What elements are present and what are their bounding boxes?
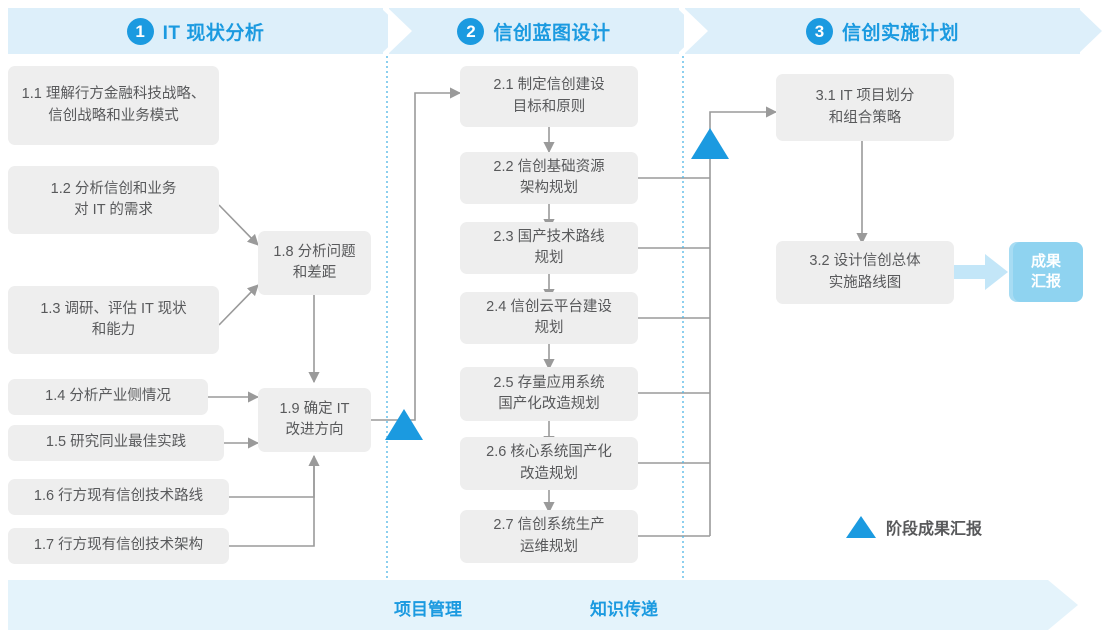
phase-title: 信创实施计划: [841, 22, 959, 44]
milestone-triangle-icon: [846, 516, 876, 538]
phase-header-1[interactable]: 1 IT 现状分析: [8, 8, 405, 54]
task-box-3-1[interactable]: 3.1 IT 项目划分 和组合策略: [776, 74, 954, 141]
phase-number-badge: 2: [457, 17, 485, 45]
phase-number-badge: 1: [126, 17, 154, 45]
phase-title: IT 现状分析: [162, 22, 265, 44]
phase-header-2[interactable]: 2 信创蓝图设计: [388, 8, 701, 54]
phase-title: 信创蓝图设计: [493, 22, 611, 44]
task-box-2-6[interactable]: 2.6 核心系统国产化 改造规划: [460, 437, 638, 490]
task-box-1-7[interactable]: 1.7 行方现有信创技术架构: [8, 528, 229, 564]
task-box-2-4[interactable]: 2.4 信创云平台建设 规划: [460, 292, 638, 344]
bottom-label-project-management[interactable]: 项目管理: [394, 600, 462, 619]
bottom-label-knowledge-transfer[interactable]: 知识传递: [590, 600, 658, 619]
legend: 阶段成果汇报: [846, 515, 982, 539]
task-box-1-5[interactable]: 1.5 研究同业最佳实践: [8, 425, 224, 461]
result-chip[interactable]: 成果 汇报: [1009, 242, 1083, 302]
task-box-2-7[interactable]: 2.7 信创系统生产 运维规划: [460, 510, 638, 563]
task-box-1-4[interactable]: 1.4 分析产业侧情况: [8, 379, 208, 415]
bottom-band-chevron-icon: [1048, 580, 1078, 630]
milestone-triangle-icon: [385, 409, 423, 440]
task-box-1-8[interactable]: 1.8 分析问题 和差距: [258, 231, 371, 295]
result-arrow-icon: [952, 254, 1008, 290]
milestone-triangle-icon: [691, 128, 729, 159]
phase-chevron-icon: [1078, 8, 1102, 54]
phase-number-badge: 3: [805, 17, 833, 45]
task-box-1-3[interactable]: 1.3 调研、评估 IT 现状 和能力: [8, 286, 219, 354]
task-box-3-2[interactable]: 3.2 设计信创总体 实施路线图: [776, 241, 954, 304]
task-box-1-6[interactable]: 1.6 行方现有信创技术路线: [8, 479, 229, 515]
task-box-2-2[interactable]: 2.2 信创基础资源 架构规划: [460, 152, 638, 204]
task-box-2-1[interactable]: 2.1 制定信创建设 目标和原则: [460, 66, 638, 127]
phase-header-3[interactable]: 3 信创实施计划: [684, 8, 1102, 54]
task-box-1-1[interactable]: 1.1 理解行方金融科技战略、 信创战略和业务模式: [8, 66, 219, 145]
task-box-2-3[interactable]: 2.3 国产技术路线 规划: [460, 222, 638, 274]
task-box-2-5[interactable]: 2.5 存量应用系统 国产化改造规划: [460, 367, 638, 421]
task-box-1-2[interactable]: 1.2 分析信创和业务 对 IT 的需求: [8, 166, 219, 234]
legend-label: 阶段成果汇报: [886, 521, 983, 538]
task-box-1-9[interactable]: 1.9 确定 IT 改进方向: [258, 388, 371, 452]
bottom-band: [8, 580, 1048, 630]
phase-notch-icon: [388, 8, 412, 54]
phase-notch-icon: [684, 8, 708, 54]
